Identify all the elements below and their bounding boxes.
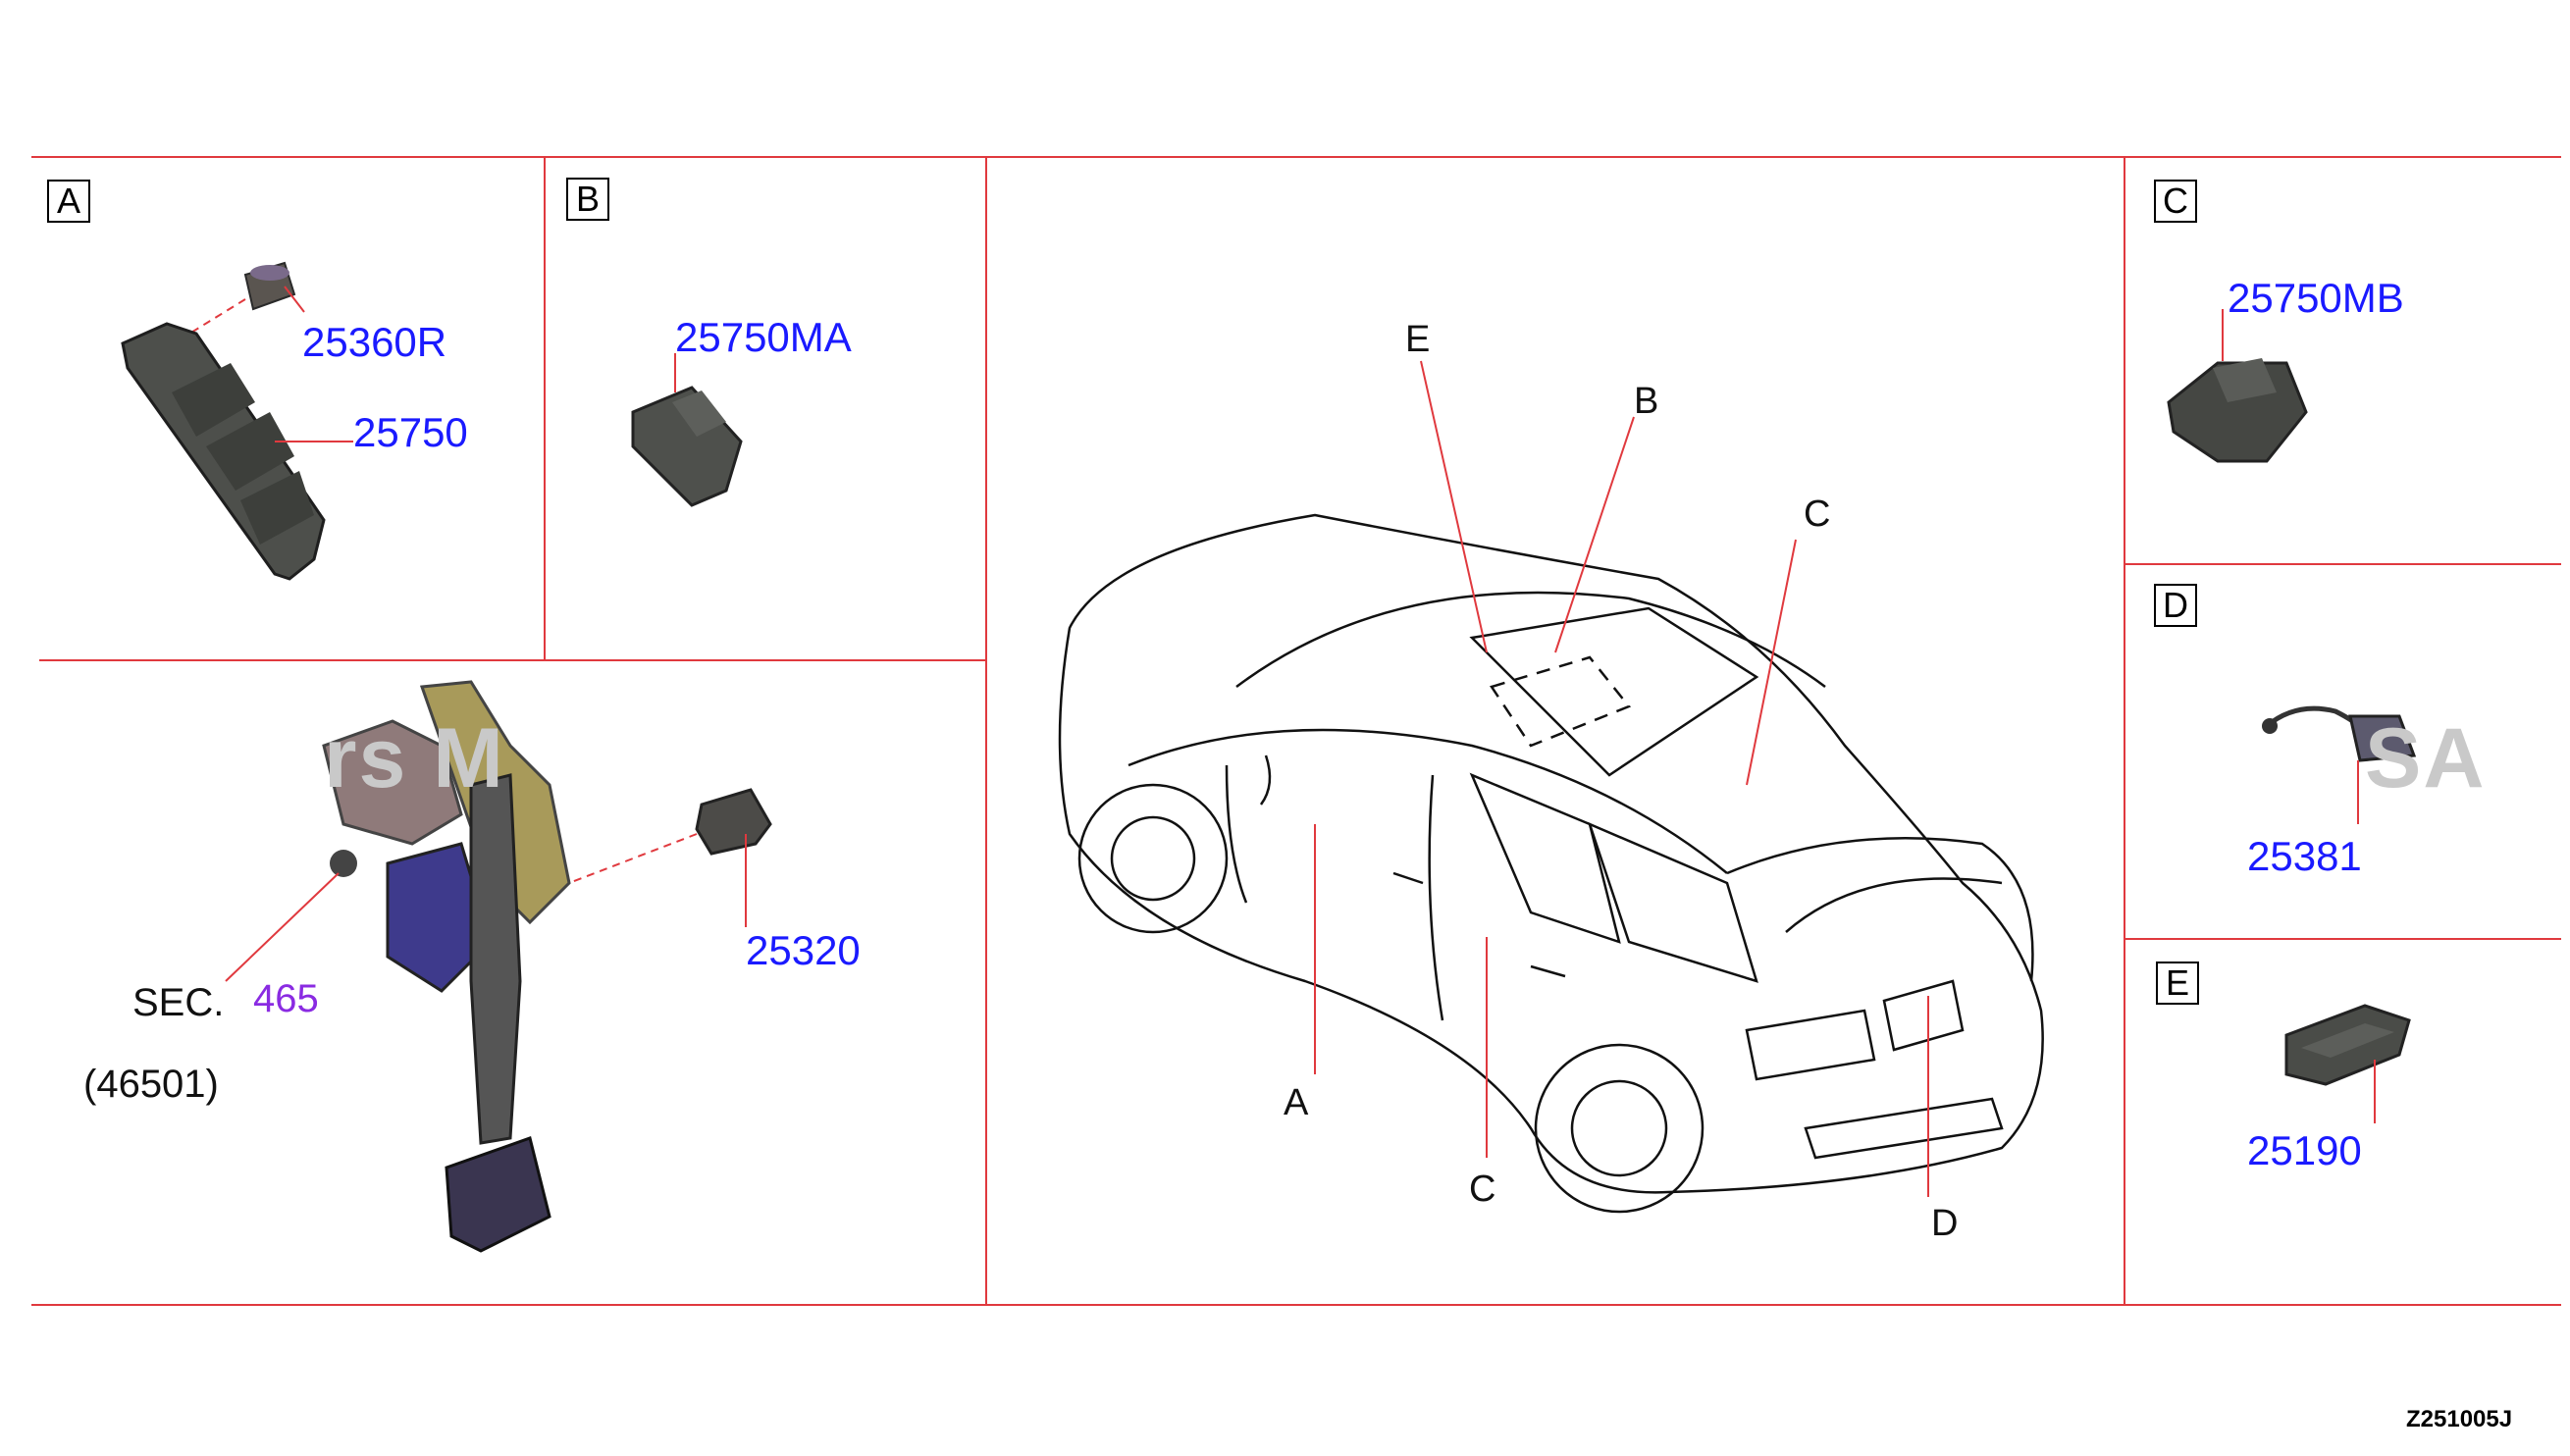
drawing-code: Z251005J <box>2406 1406 2513 1432</box>
part-number-25381[interactable]: 25381 <box>2247 833 2362 879</box>
part-25750-illustration <box>121 322 326 581</box>
leader-sec-465 <box>225 872 340 982</box>
dashed-link-25320 <box>568 833 698 884</box>
section-label: SEC. <box>132 981 225 1024</box>
part-25750ma-illustration <box>631 386 743 507</box>
vehicle-callout-d[interactable]: D <box>1931 1203 1959 1244</box>
vehicle-illustration <box>1058 513 2044 1214</box>
part-25360r-illustration <box>243 261 296 311</box>
part-number-25750ma[interactable]: 25750MA <box>675 314 852 360</box>
vehicle-callout-c-bottom[interactable]: C <box>1469 1169 1496 1210</box>
part-25381-illustration <box>2262 705 2417 762</box>
panel-e-label: E <box>2156 962 2199 1005</box>
vehicle-callout-b[interactable]: B <box>1634 381 1659 422</box>
part-25320-illustration <box>695 788 772 856</box>
panel-d-label: D <box>2154 584 2197 627</box>
watermark-left: rs M <box>324 711 505 806</box>
panel-b-label: B <box>566 178 609 221</box>
vehicle-callout-e[interactable]: E <box>1405 319 1431 360</box>
panel-grid <box>31 156 2561 1306</box>
vehicle-callout-a[interactable]: A <box>1284 1082 1309 1123</box>
part-number-25190[interactable]: 25190 <box>2247 1127 2362 1173</box>
panel-c-label: C <box>2154 180 2197 223</box>
part-number-25750[interactable]: 25750 <box>353 409 468 455</box>
section-number[interactable]: 465 <box>253 977 319 1020</box>
leader-25360r <box>284 286 305 313</box>
part-25190-illustration <box>2284 1004 2411 1086</box>
part-number-25360r[interactable]: 25360R <box>302 319 447 365</box>
part-number-25750mb[interactable]: 25750MB <box>2228 275 2404 321</box>
panel-a-label: A <box>47 180 90 223</box>
part-number-25320[interactable]: 25320 <box>746 927 861 973</box>
brake-pedal-assembly-illustration <box>322 680 571 1253</box>
vehicle-callout-c-top[interactable]: C <box>1804 494 1831 535</box>
vehicle-callout-leaders <box>1314 360 1929 1197</box>
part-25750mb-illustration <box>2167 358 2308 463</box>
section-sub-number: (46501) <box>83 1063 219 1106</box>
watermark-right: SA <box>2365 711 2487 806</box>
